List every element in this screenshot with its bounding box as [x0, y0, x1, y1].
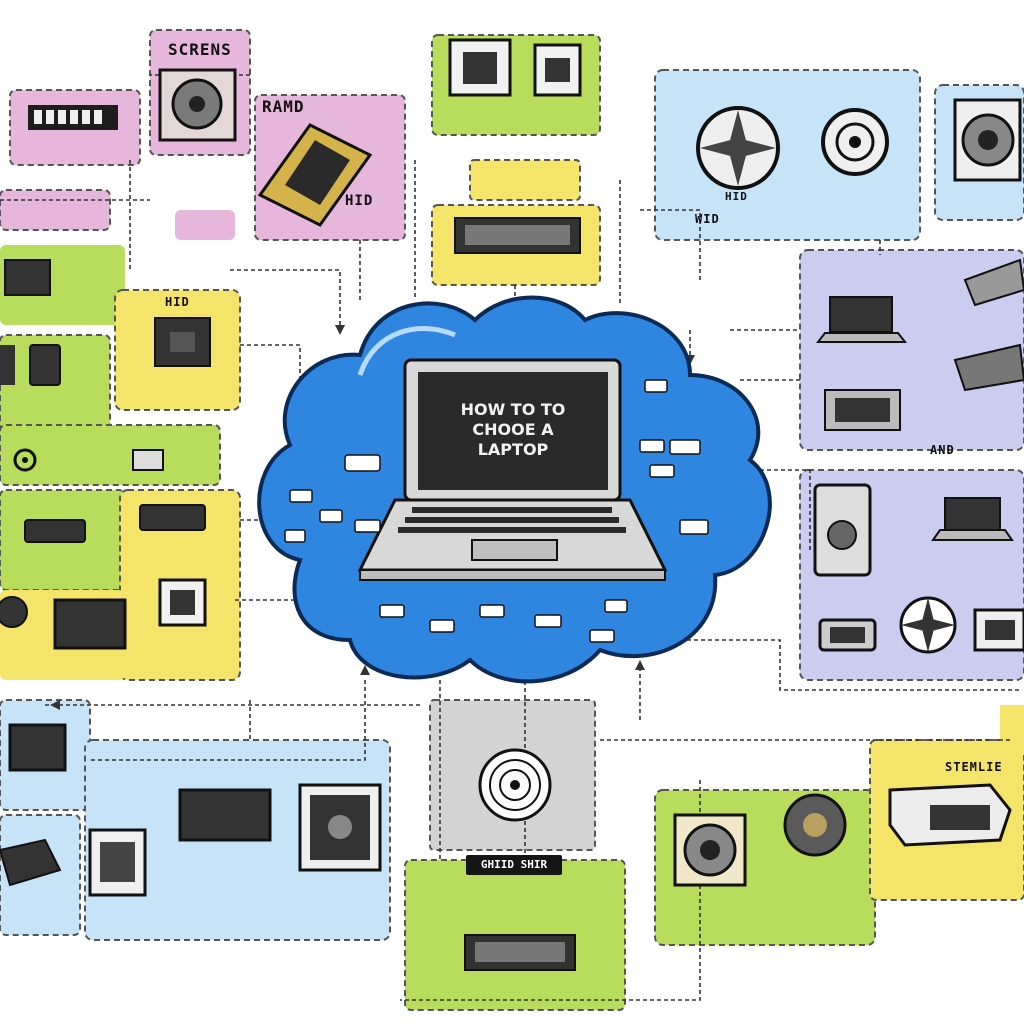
- laptop-touchpad: [471, 539, 558, 561]
- yellow-region-top-a: [469, 159, 581, 201]
- label-hid-left: HID: [165, 295, 190, 309]
- ram-stick-icon: [28, 105, 118, 130]
- connector-13: [760, 469, 811, 550]
- projector-icon: [888, 783, 1012, 847]
- center-title-line-1: HOW TO TO: [460, 400, 566, 419]
- arrow-8: [50, 700, 60, 710]
- gear-icon: [0, 448, 37, 628]
- speaker-icon: [673, 813, 747, 887]
- connector-19: [90, 680, 366, 761]
- label-storage: STEMLIE: [945, 760, 1003, 774]
- laptop-screen: [418, 372, 608, 490]
- chip-icon: [257, 123, 373, 227]
- ram-stick-icon: [464, 934, 576, 971]
- label-ram: RAMD: [262, 97, 305, 116]
- connector-14: [680, 639, 1020, 691]
- drive-icon: [818, 608, 1024, 652]
- speaker-icon: [158, 68, 237, 142]
- label-hid-right: HID: [725, 190, 748, 203]
- drive-icon: [824, 258, 1024, 431]
- label-wid: WID: [695, 212, 720, 226]
- fan-icon: [696, 106, 889, 190]
- phone-icon: [813, 483, 872, 577]
- label-hid-top: HID: [345, 193, 374, 209]
- pink-region-5: [0, 189, 111, 231]
- center-title: HOW TO TO CHOOE A LAPTOP: [418, 400, 608, 460]
- laptop-icon: [815, 296, 1014, 541]
- drive-icon: [0, 783, 382, 897]
- label-and: AND: [930, 443, 955, 457]
- drive-icon: [448, 38, 582, 97]
- pink-region-4: [175, 210, 235, 240]
- center-title-line-2: CHOOE A: [472, 420, 554, 439]
- arrow-1: [335, 325, 345, 335]
- fan-icon: [899, 596, 957, 654]
- monitor-icon: [0, 259, 272, 842]
- fan-icon: [478, 748, 552, 822]
- cloud-highlight: [357, 326, 456, 376]
- ram-stick-icon: [454, 217, 581, 254]
- arrow-7: [635, 660, 645, 670]
- label-screens: SCRENS: [168, 40, 232, 59]
- label-sound-storage: GHIID SHIR: [466, 855, 562, 875]
- connector-1: [230, 269, 341, 330]
- speaker-icon: [953, 98, 1022, 182]
- arrow-5: [360, 665, 370, 675]
- connector-9: [640, 209, 701, 280]
- laptop-front-edge: [359, 569, 666, 581]
- chip-icon: [154, 317, 211, 627]
- center-title-line-3: LAPTOP: [477, 440, 549, 459]
- connector-2: [240, 344, 301, 410]
- green-region-left-3: [0, 424, 221, 486]
- fan-icon: [783, 793, 847, 857]
- projector-icon: [24, 449, 206, 543]
- yellow-strip-right: [1000, 705, 1024, 755]
